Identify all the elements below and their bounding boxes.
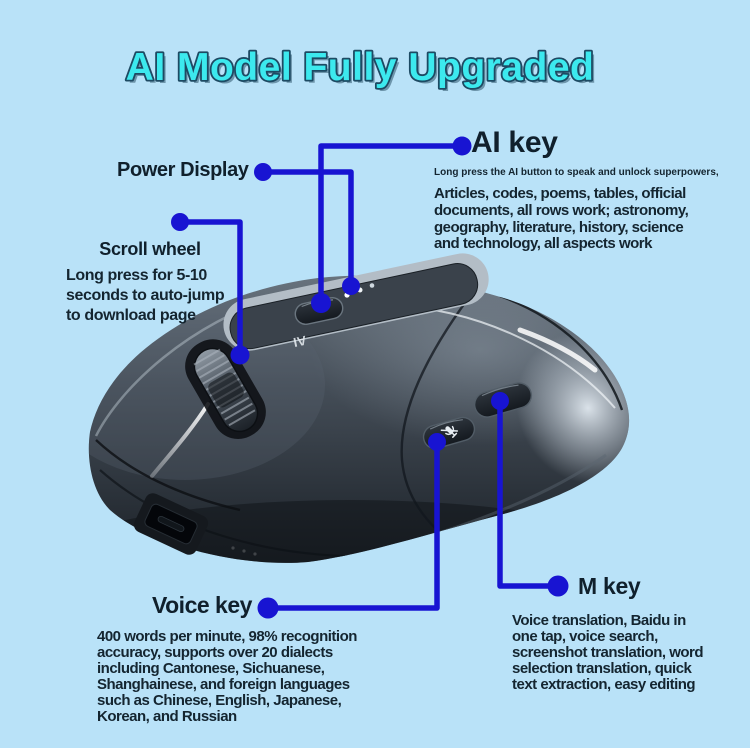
power-display-label-dot xyxy=(254,163,272,181)
palm-panel-seam xyxy=(400,295,471,550)
scroll-wheel-label-dot xyxy=(171,213,189,231)
power-display-connector xyxy=(263,169,354,286)
scroll-wheel-label: Scroll wheel xyxy=(99,239,201,259)
voice-key-connector xyxy=(268,442,440,611)
ai-key-description: Articles, codes, poems, tables, official… xyxy=(434,185,689,253)
m-key-target-dot xyxy=(491,392,509,410)
page-title-area: AI Model Fully Upgraded AI Model Fully U… xyxy=(124,44,598,92)
m-key-description: Voice translation, Baidu in one tap, voi… xyxy=(512,612,704,693)
voice-key-label: Voice key xyxy=(152,592,252,618)
ai-key-label-dot xyxy=(452,136,472,156)
page-title-shadow: AI Model Fully Upgraded xyxy=(129,49,598,92)
front-base-seam xyxy=(95,439,241,512)
scroll-wheel xyxy=(185,339,266,440)
button-split-seam-light xyxy=(150,402,210,478)
voice-key-target-dot xyxy=(428,433,446,451)
ai-key-label: AI key xyxy=(471,126,558,159)
scroll-wheel-description: Long press for 5-10 seconds to auto-jump… xyxy=(66,267,225,324)
scroll-wheel-connector xyxy=(180,219,243,355)
branding-dots xyxy=(231,546,257,556)
ai-key-subtitle: Long press the AI button to speak and un… xyxy=(434,167,719,178)
mouse-top-strip xyxy=(223,253,489,351)
scroll-wheel-target-dot xyxy=(230,345,250,365)
ai-print-label: AI xyxy=(292,333,308,350)
callout-connectors xyxy=(180,143,558,611)
rear-cap-seam xyxy=(499,294,624,411)
mic-muted-icon xyxy=(440,425,459,438)
callout-dots xyxy=(171,136,569,619)
power-display-target-dot xyxy=(342,277,360,295)
m-key-connector xyxy=(497,401,558,589)
voice-key-label-dot xyxy=(257,597,279,619)
page-title: AI Model Fully Upgraded xyxy=(126,46,595,89)
voice-key-description: 400 words per minute, 98% recognition ac… xyxy=(97,628,357,725)
ai-key-connector xyxy=(318,143,462,303)
charging-port xyxy=(133,493,209,555)
top-sheen-bright xyxy=(517,327,598,373)
scroll-wheel-hub xyxy=(208,372,244,408)
m-key-label: M key xyxy=(578,573,641,599)
power-led-3 xyxy=(369,283,375,288)
power-display-label: Power Display xyxy=(117,159,249,181)
ai-key-target-dot xyxy=(311,293,331,313)
m-key-label-dot xyxy=(547,575,569,597)
